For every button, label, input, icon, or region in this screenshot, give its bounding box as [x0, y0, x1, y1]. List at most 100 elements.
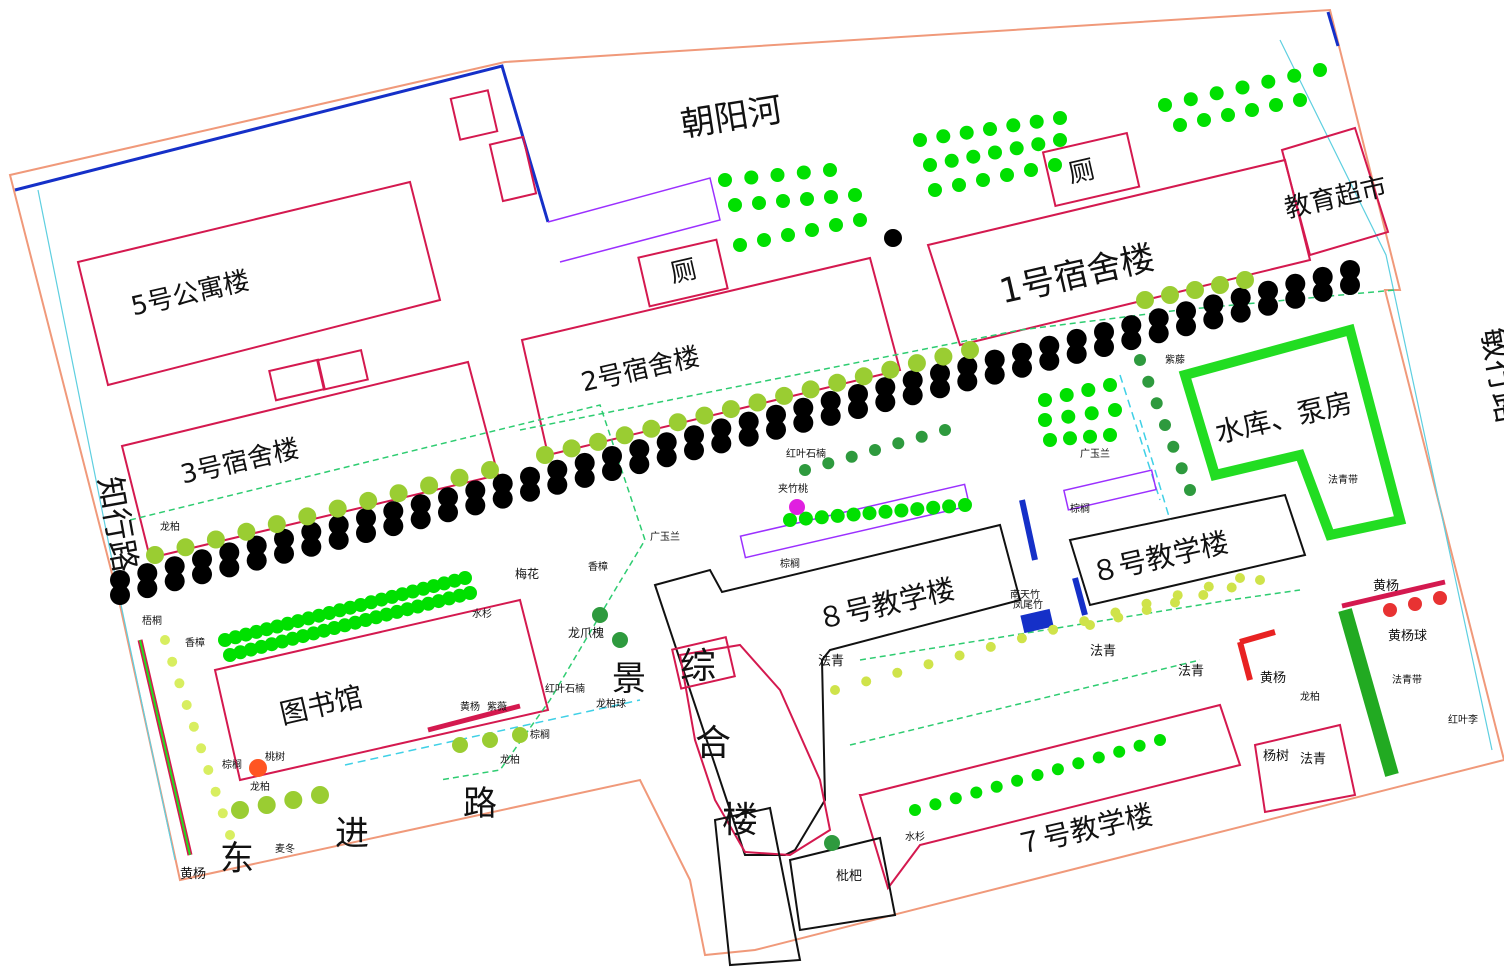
hedge-band — [1237, 629, 1276, 681]
marker-yellow — [985, 641, 996, 652]
tree-black — [465, 480, 486, 501]
tree-bright — [728, 198, 742, 212]
tree-black — [137, 563, 158, 584]
tree-black — [547, 459, 568, 480]
building-label-dorm1: 1号宿舍楼 — [996, 238, 1159, 312]
building-apt5 — [76, 89, 538, 387]
blue-band — [1019, 499, 1038, 561]
tree-black — [629, 439, 650, 460]
building-teach7 — [858, 703, 1242, 891]
tree-bright — [926, 500, 941, 515]
blue-band — [1072, 577, 1088, 616]
plant-label: 杨树 — [1263, 749, 1289, 764]
tree-bright — [744, 170, 759, 185]
plant-label: 法青 — [818, 654, 844, 669]
tree-bright — [1103, 428, 1117, 442]
tree-black — [656, 432, 677, 453]
road-dash — [344, 699, 641, 766]
tree-bright — [757, 233, 771, 247]
plant-label: 香樟 — [588, 560, 608, 573]
tree-black — [1012, 342, 1032, 363]
plant-label: 龙柏 — [500, 753, 520, 766]
tree-olive — [536, 446, 554, 464]
shrub-yellow — [210, 786, 221, 797]
tree-black — [192, 564, 212, 585]
planting-border — [519, 289, 1396, 431]
tree-bright — [970, 786, 983, 799]
building-dorm2 — [520, 238, 902, 457]
tree-bright — [463, 586, 477, 600]
tree-bright — [776, 194, 790, 208]
building-label-dorm2: 2号宿舍楼 — [578, 342, 702, 398]
tree-black — [629, 454, 650, 475]
tree-bright — [1038, 393, 1052, 407]
road-dash — [1139, 419, 1171, 521]
tree-dark — [915, 430, 928, 443]
tree-bright — [990, 780, 1003, 793]
plant-label: 棕榈 — [222, 758, 242, 771]
tree-black — [1066, 328, 1087, 349]
tree-bright — [923, 158, 937, 172]
tree-bright — [348, 615, 363, 630]
tree-black — [164, 556, 185, 577]
tree-black — [1039, 335, 1060, 356]
tree-bright — [1108, 403, 1122, 417]
tree-olive — [267, 515, 286, 534]
tree-bright — [1103, 378, 1117, 392]
plant-label: 龙柏球 — [596, 697, 626, 710]
tree-bright — [1029, 114, 1044, 129]
planting-border — [849, 659, 1201, 746]
tree-black — [793, 397, 814, 418]
tree-bright — [733, 238, 747, 252]
tree-bright — [1261, 74, 1276, 89]
tree-bright — [1009, 141, 1024, 156]
tree-bright — [958, 498, 972, 512]
tree-black — [738, 411, 759, 432]
tree-bright — [718, 173, 732, 187]
shrub-pink — [789, 499, 805, 515]
tree-black — [1094, 337, 1114, 357]
building-label-apt5: 5号公寓楼 — [128, 266, 252, 322]
tree-black — [1121, 315, 1142, 336]
plant-label: 红叶李 — [1448, 713, 1478, 726]
plant-label: 夹竹桃 — [778, 482, 808, 495]
building-label-toilet1: 厕 — [1065, 155, 1097, 190]
building-label-toilet2: 厕 — [667, 254, 699, 289]
plant-label: 黄杨 — [1260, 671, 1286, 686]
building-label-market: 教育超市 — [1282, 172, 1390, 225]
tree-black — [1340, 260, 1360, 280]
plant-label: 龙柏 — [250, 780, 270, 793]
plant-label: 紫藤 — [1165, 354, 1185, 366]
tree-olive — [1136, 291, 1154, 309]
tree-olive — [961, 341, 979, 359]
tree-bright — [1293, 93, 1307, 107]
tree-black — [192, 549, 212, 570]
tree-bright — [1063, 431, 1077, 446]
tree-black — [766, 404, 786, 425]
tree-black — [274, 528, 294, 549]
tree-bright — [1043, 433, 1057, 447]
building-label-zonghe-1: 综 — [680, 646, 716, 687]
tree-black — [1094, 322, 1114, 342]
building-label-library: 图书馆 — [277, 680, 366, 731]
plant-label: 黄杨球 — [1388, 629, 1427, 644]
building-pump — [1178, 323, 1407, 541]
tree-bright — [1183, 92, 1198, 107]
tree-black — [246, 535, 267, 556]
tree-olive — [668, 413, 687, 432]
tree-black — [383, 501, 404, 522]
road-label-chaoyang-he: 朝阳河 — [678, 90, 785, 145]
tree-olive — [1161, 286, 1179, 304]
road-label-zhixing-lu: 知行路 — [91, 474, 145, 575]
tree-olive — [237, 522, 256, 541]
tree-black — [957, 356, 978, 377]
shrub-yellow — [196, 743, 207, 754]
tree-bright — [1197, 113, 1211, 127]
tree-bright — [913, 133, 927, 147]
tree-black — [438, 502, 458, 523]
tree-black — [602, 461, 622, 481]
tree-black — [574, 467, 595, 488]
tree-bright — [805, 223, 819, 237]
tree-bright — [259, 622, 274, 637]
